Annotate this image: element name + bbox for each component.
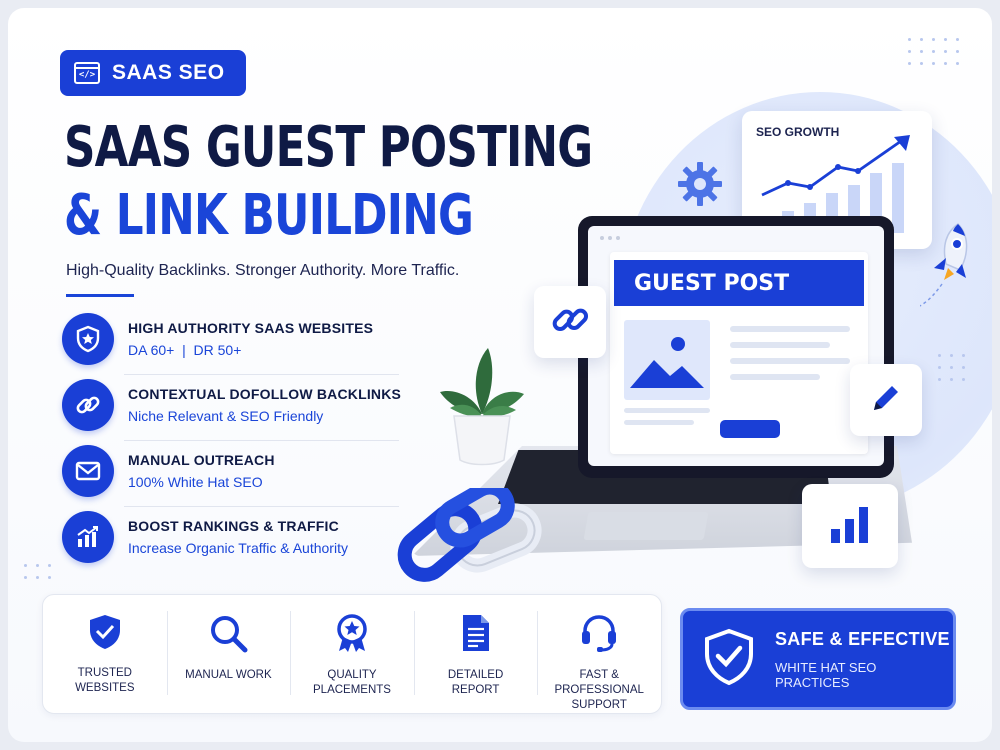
safe-effective-box: SAFE & EFFECTIVE WHITE HAT SEO PRACTICES xyxy=(680,608,956,710)
bar-chart-tile xyxy=(802,484,898,568)
award-badge-icon xyxy=(333,613,371,658)
pencil-tile xyxy=(850,364,922,436)
benefit-item: FAST & PROFESSIONAL SUPPORT xyxy=(537,595,661,713)
gear-icon xyxy=(676,160,724,213)
pencil-icon xyxy=(868,380,904,421)
headset-icon xyxy=(579,613,619,658)
link-tile xyxy=(534,286,606,358)
plant-decoration xyxy=(434,344,530,475)
accent-rule xyxy=(66,294,134,297)
benefits-bar: TRUSTED WEBSITES MANUAL WORK QUALITY PLA… xyxy=(42,594,662,714)
guest-post-heading: GUEST POST xyxy=(614,260,864,306)
document-icon xyxy=(460,613,492,658)
banner: </> SAAS SEO SAAS GUEST POSTING & LINK B… xyxy=(8,8,992,742)
shield-check-icon xyxy=(703,628,755,691)
divider xyxy=(124,440,399,441)
headline-line-2: & LINK BUILDING xyxy=(64,183,474,248)
bar-chart-icon xyxy=(825,503,875,550)
feature-item: MANUAL OUTREACH 100% White Hat SEO xyxy=(62,438,402,504)
feature-item: HIGH AUTHORITY SAAS WEBSITES DA 60+ | DR… xyxy=(62,306,402,372)
benefit-item: QUALITY PLACEMENTS xyxy=(290,595,414,713)
laptop-touchpad xyxy=(583,512,709,540)
magnifier-icon xyxy=(208,613,248,658)
benefit-item: DETAILED REPORT xyxy=(413,595,538,713)
link-icon xyxy=(62,379,114,431)
divider xyxy=(124,506,399,507)
benefit-item: TRUSTED WEBSITES xyxy=(43,595,167,713)
feature-item: CONTEXTUAL DOFOLLOW BACKLINKS Niche Rele… xyxy=(62,372,402,438)
subtitle: High-Quality Backlinks. Stronger Authori… xyxy=(66,262,460,279)
divider xyxy=(124,374,399,375)
envelope-icon xyxy=(62,445,114,497)
shield-star-icon xyxy=(62,313,114,365)
shield-check-icon xyxy=(87,613,123,656)
image-placeholder-icon xyxy=(624,320,710,400)
benefit-item: MANUAL WORK xyxy=(166,595,291,713)
read-more-button xyxy=(720,420,780,438)
saas-seo-badge: </> SAAS SEO xyxy=(60,50,246,96)
chain-links-decoration xyxy=(394,480,554,589)
link-icon xyxy=(550,300,590,345)
feature-item: BOOST RANKINGS & TRAFFIC Increase Organi… xyxy=(62,504,402,570)
headline-line-1: SAAS GUEST POSTING xyxy=(64,115,593,180)
code-window-icon: </> xyxy=(74,62,100,84)
growth-chart-icon xyxy=(62,511,114,563)
rocket-icon xyxy=(919,218,982,315)
